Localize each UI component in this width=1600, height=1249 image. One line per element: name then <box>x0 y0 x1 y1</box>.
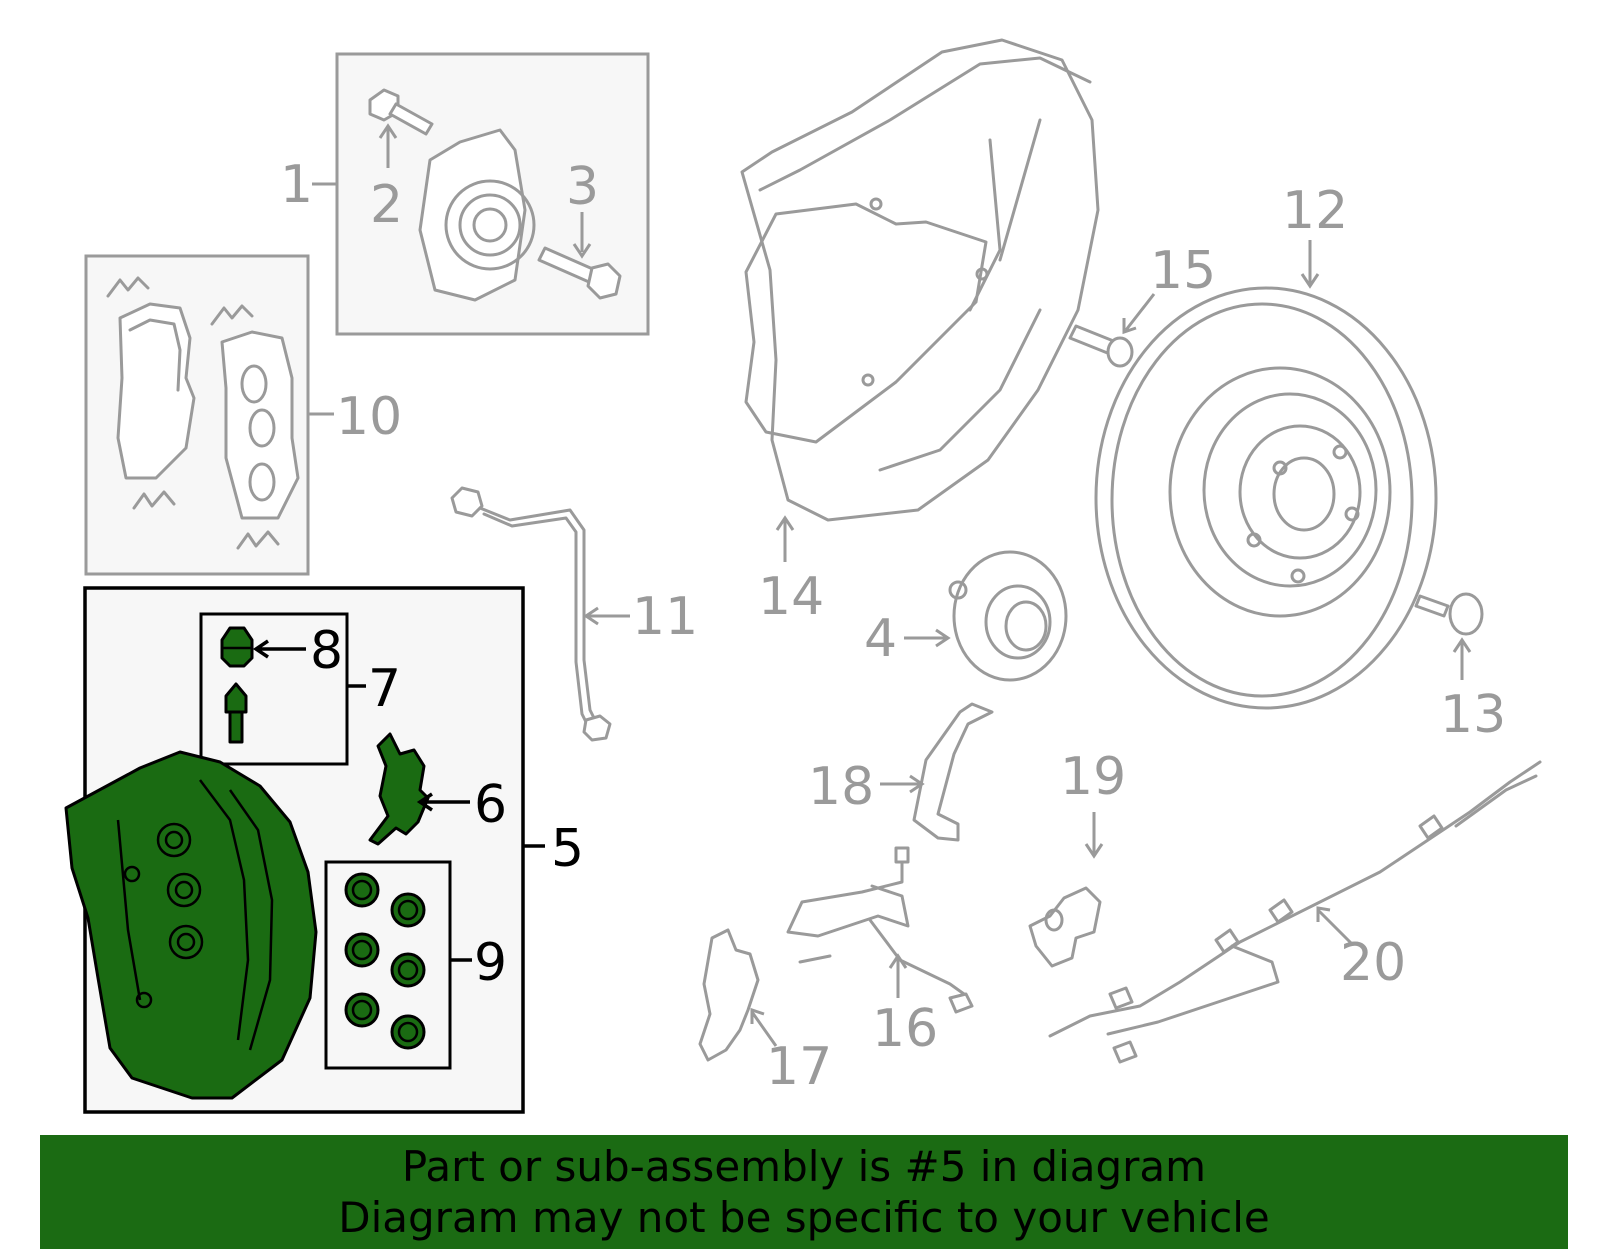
seals-9-drawing <box>344 872 426 1050</box>
leader-6 <box>416 792 470 812</box>
callout-17: 17 <box>766 1037 832 1097</box>
leader-13 <box>1452 637 1472 680</box>
brake-pads-drawing <box>106 276 300 550</box>
banner-line-2: Diagram may not be specific to your vehi… <box>338 1193 1270 1242</box>
leader-8 <box>252 639 306 659</box>
screw-13-drawing <box>1414 592 1484 636</box>
leader-2 <box>378 123 398 168</box>
leader-19 <box>1084 812 1104 859</box>
leader-14 <box>775 515 795 562</box>
banner-line-1: Part or sub-assembly is #5 in diagram <box>401 1142 1207 1191</box>
callout-5: 5 <box>551 819 584 879</box>
callout-8: 8 <box>310 621 343 681</box>
caliper-drawing <box>64 750 318 1100</box>
callout-9: 9 <box>474 933 507 993</box>
callout-18: 18 <box>808 757 874 817</box>
callout-4: 4 <box>864 609 897 669</box>
callout-15: 15 <box>1150 241 1216 301</box>
hub-bearing-drawing <box>418 128 536 302</box>
callout-1: 1 <box>280 155 313 215</box>
spring-6-drawing <box>368 732 430 846</box>
callout-7: 7 <box>368 659 401 719</box>
callout-14: 14 <box>758 567 824 627</box>
harness-20-drawing <box>1048 760 1542 1064</box>
wear-sensor-16-drawing <box>786 846 974 1014</box>
box-9 <box>324 860 452 1070</box>
leader-18 <box>880 774 925 794</box>
callout-3: 3 <box>566 157 599 217</box>
leader-16 <box>888 953 908 998</box>
brake-hose-11-drawing <box>450 486 612 742</box>
splash-shield-14-drawing <box>740 38 1100 522</box>
wheel-hub-4-drawing <box>948 550 1068 682</box>
guide-pin-7-drawing <box>224 682 248 744</box>
box-7 <box>199 612 349 766</box>
brake-rotor-12-drawing <box>1094 286 1438 710</box>
bolt-3-drawing <box>537 246 622 300</box>
callout-12: 12 <box>1282 181 1348 241</box>
bolt-15-drawing <box>1068 324 1134 368</box>
clip-17-drawing <box>698 928 760 1062</box>
guide-pin-8-drawing <box>220 626 254 668</box>
leader-4 <box>904 628 951 648</box>
callout-10: 10 <box>336 387 402 447</box>
leader-12 <box>1300 240 1320 289</box>
callout-20: 20 <box>1340 933 1406 993</box>
bracket-18-drawing <box>912 702 994 842</box>
leader-3 <box>572 212 592 259</box>
callout-2: 2 <box>370 175 403 235</box>
callout-13: 13 <box>1440 685 1506 745</box>
bolt-2-drawing <box>368 88 434 136</box>
callout-6: 6 <box>474 775 507 835</box>
callout-16: 16 <box>872 999 938 1059</box>
leader-20 <box>1316 906 1354 946</box>
callout-11: 11 <box>632 587 698 647</box>
callout-19: 19 <box>1060 747 1126 807</box>
leader-17 <box>750 1007 778 1047</box>
sensor-19-drawing <box>1028 886 1102 968</box>
leader-11 <box>583 606 630 626</box>
info-banner: Part or sub-assembly is #5 in diagram Di… <box>40 1135 1568 1249</box>
leader-15 <box>1122 293 1156 335</box>
